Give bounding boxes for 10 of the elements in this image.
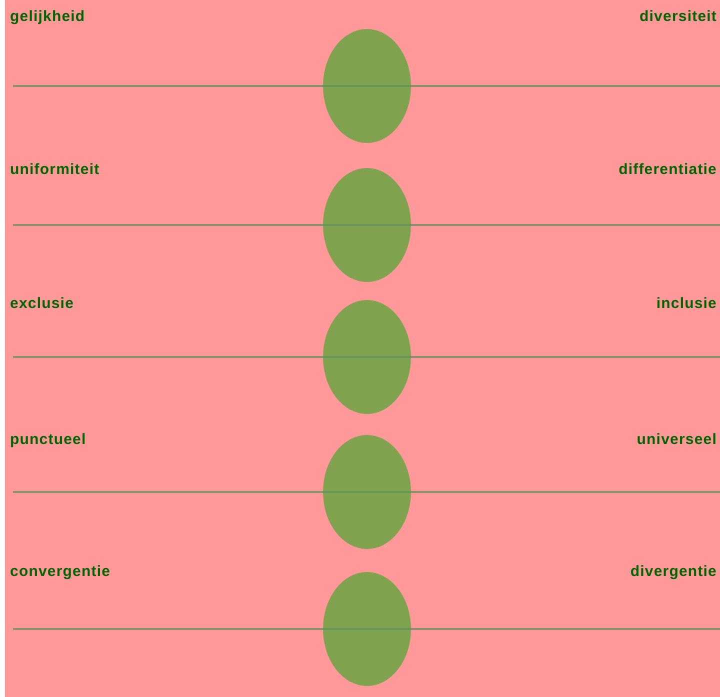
scale-label: punctueel	[10, 431, 86, 449]
scale-label: differentiatie	[618, 161, 717, 179]
scale-label: universeel	[636, 431, 717, 449]
scale-label: uniformiteit	[10, 161, 100, 179]
scale-label: exclusie	[10, 295, 74, 313]
scale-label: convergentie	[10, 563, 111, 581]
scale-label: inclusie	[656, 295, 717, 313]
scale-label: divergentie	[630, 563, 717, 581]
scale-label: diversiteit	[640, 8, 717, 26]
scale-label: gelijkheid	[10, 8, 86, 26]
